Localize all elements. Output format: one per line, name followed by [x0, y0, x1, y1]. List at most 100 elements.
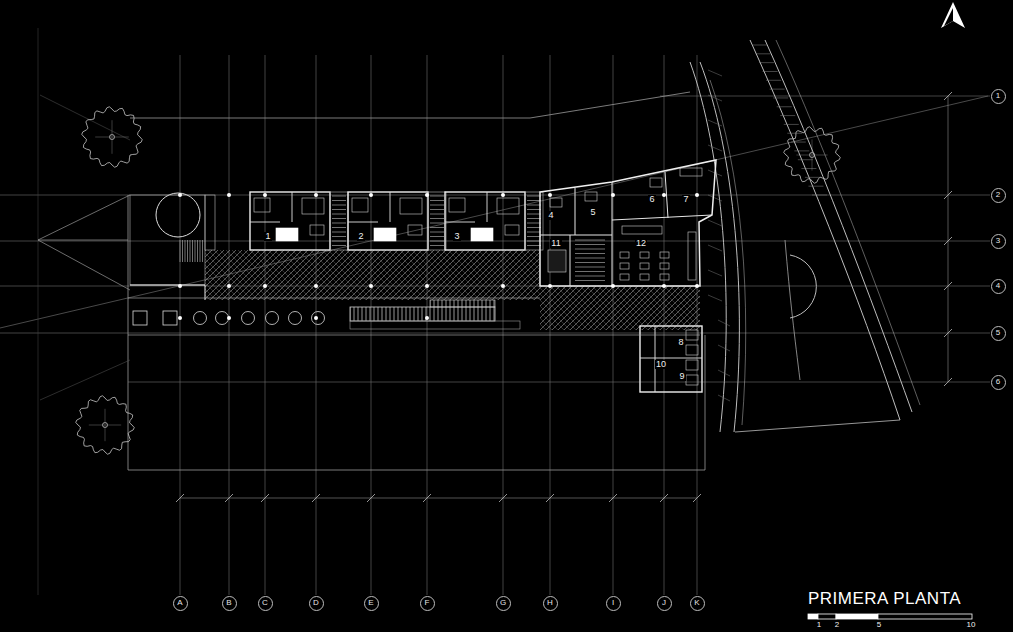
- embankment-mark: [718, 320, 730, 326]
- stair-step: [575, 276, 605, 277]
- grid-bubble: 2: [991, 188, 1006, 203]
- grid-bubble: F: [420, 596, 435, 611]
- dimension-tick: [944, 282, 952, 290]
- column-point: [695, 284, 699, 288]
- stair-step: [332, 241, 346, 242]
- site-lines: [38, 2, 972, 619]
- wall: [128, 335, 700, 336]
- toilet-stall: [686, 360, 698, 370]
- dimension-tick: [499, 494, 507, 502]
- column-point: [178, 316, 182, 320]
- dimension-tick: [944, 329, 952, 337]
- counter: [622, 226, 662, 234]
- stair-step: [332, 200, 346, 201]
- road-edge: [735, 420, 900, 432]
- dimension-tick: [312, 494, 320, 502]
- bench: [350, 321, 520, 329]
- partition: [390, 192, 391, 222]
- grid-bubble: G: [496, 596, 511, 611]
- grid-lines: [0, 28, 990, 595]
- stair-step: [195, 240, 196, 262]
- column-point: [695, 193, 699, 197]
- counter: [688, 232, 696, 280]
- building: [128, 160, 716, 392]
- grid-label: J: [662, 599, 666, 607]
- stair-step: [332, 214, 346, 215]
- road-tie: [780, 115, 795, 116]
- grid-label: 2: [996, 191, 1000, 199]
- stair-step: [575, 240, 605, 241]
- dimension-tick: [176, 494, 184, 502]
- north-arrow: [944, 8, 953, 26]
- column-point: [611, 193, 615, 197]
- embankment-mark: [708, 195, 722, 201]
- road-tie: [766, 80, 781, 81]
- dimension-tick: [609, 494, 617, 502]
- dimension-tick: [944, 191, 952, 199]
- stair-step: [180, 240, 181, 262]
- scale-bar: [878, 614, 972, 619]
- column-point: [227, 316, 231, 320]
- grid-bubble: B: [222, 596, 237, 611]
- furniture: [310, 225, 324, 235]
- round-room: [156, 193, 200, 237]
- column: [312, 312, 325, 325]
- column-point: [548, 193, 552, 197]
- grid-label: 3: [996, 237, 1000, 245]
- site-boundary: [38, 195, 130, 240]
- scale-number: 10: [966, 621, 977, 629]
- bed: [471, 228, 493, 241]
- partition: [612, 182, 613, 286]
- column-point: [227, 284, 231, 288]
- road-tie: [805, 177, 820, 178]
- road-tie: [787, 133, 802, 134]
- grid-axis: [0, 241, 990, 242]
- embankment-mark: [718, 345, 730, 351]
- dimension-line: [180, 498, 697, 499]
- embankment-mark: [718, 370, 730, 376]
- road-edge: [785, 240, 800, 380]
- road-edge: [710, 80, 746, 425]
- dimension-tick: [225, 494, 233, 502]
- stair-step: [430, 209, 444, 210]
- stair-step: [527, 245, 541, 246]
- grid-bubble: K: [690, 596, 705, 611]
- grid-label: 5: [996, 329, 1000, 337]
- dimension-tick: [423, 494, 431, 502]
- grid-axis: [38, 28, 39, 595]
- grid-label: 6: [996, 378, 1000, 386]
- desk: [650, 178, 662, 187]
- embankment-mark: [708, 295, 722, 301]
- desk: [585, 192, 597, 201]
- wall: [640, 326, 702, 392]
- road-tie: [773, 97, 788, 98]
- stair-step: [430, 236, 444, 237]
- road-tie: [752, 45, 767, 46]
- embankment-mark: [708, 245, 722, 251]
- partition: [570, 235, 571, 286]
- room-number: 9: [678, 372, 685, 381]
- stair-step: [332, 218, 346, 219]
- column-point: [369, 193, 373, 197]
- site-boundary: [130, 92, 690, 118]
- wall: [250, 192, 330, 250]
- grid-axis: [503, 55, 504, 595]
- stair-step: [430, 245, 444, 246]
- room-number: 7: [682, 195, 689, 204]
- column-point: [314, 316, 318, 320]
- column-point: [425, 193, 429, 197]
- bathroom-fixture: [352, 198, 368, 212]
- embankment-mark: [708, 220, 722, 226]
- dimension-line: [948, 96, 949, 382]
- room-number: 3: [453, 232, 460, 241]
- stair-step: [332, 223, 346, 224]
- stair-step: [430, 227, 444, 228]
- grid-bubble: 5: [991, 326, 1006, 341]
- road-tie: [794, 150, 809, 151]
- stair-step: [430, 232, 444, 233]
- scale-bar: [808, 614, 818, 619]
- table: [660, 263, 669, 269]
- partition: [640, 358, 702, 359]
- column-point: [662, 193, 666, 197]
- room-number: 11: [550, 239, 561, 248]
